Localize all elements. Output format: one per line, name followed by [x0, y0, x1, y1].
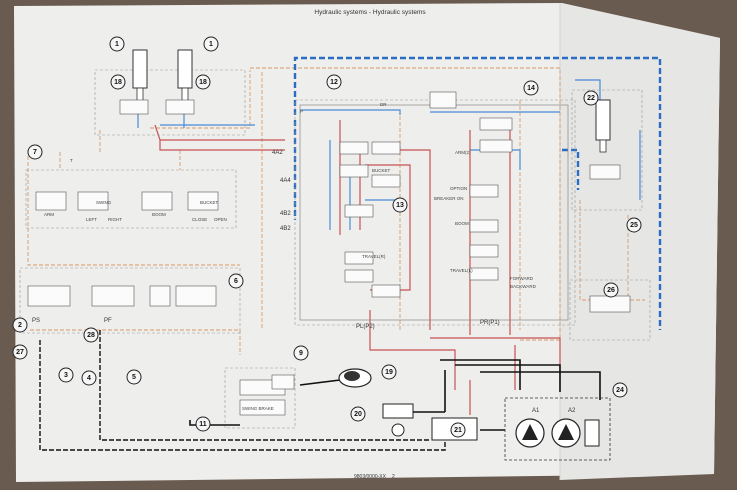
label-arm2: ARM(2): [455, 150, 471, 155]
svg-text:5: 5: [132, 374, 136, 381]
label-forward: FORWARD: [510, 276, 534, 281]
callout-14: 14: [523, 80, 539, 96]
label-close: CLOSE: [192, 217, 207, 222]
svg-text:18: 18: [114, 79, 122, 86]
label-travel-l: TRAVEL(L): [450, 268, 473, 273]
callout-21: 21: [450, 422, 466, 438]
svg-text:6: 6: [234, 278, 238, 285]
label-right: RIGHT: [108, 217, 122, 222]
callout-20: 20: [350, 406, 366, 422]
svg-text:18: 18: [199, 79, 207, 86]
callout-24: 24: [612, 382, 628, 398]
callout-28: 28: [83, 327, 99, 343]
callout-9: 9: [293, 345, 309, 361]
valve-elements: [27, 91, 631, 416]
callout-4: 4: [81, 370, 97, 386]
svg-text:19: 19: [385, 369, 393, 376]
callout-12: 12: [326, 74, 342, 90]
svg-text:21: 21: [454, 427, 462, 434]
callout-5: 5: [126, 369, 142, 385]
diagram-labels: ARM SWING LEFT RIGHT BOOM BUCKET CLOSE O…: [32, 102, 537, 411]
gauge-20: [382, 403, 414, 437]
callout-18: 18: [110, 74, 126, 90]
label-pf: PF: [104, 318, 112, 324]
label-dr: DR: [380, 102, 387, 107]
svg-text:7: 7: [33, 149, 37, 156]
label-pl: PL(P2): [356, 324, 375, 330]
svg-text:3: 3: [64, 372, 68, 379]
label-4b2-alt: 4B2: [280, 226, 291, 232]
label-ps: PS: [32, 318, 40, 324]
page-header: Hydraulic systems - Hydraulic systems: [314, 9, 426, 16]
label-boom: BOOM: [152, 212, 166, 217]
label-breaker: BREAKER ON: [434, 196, 464, 201]
svg-text:1: 1: [209, 41, 213, 48]
svg-text:27: 27: [16, 349, 24, 356]
svg-text:9: 9: [299, 350, 303, 357]
svg-text:11: 11: [199, 421, 207, 428]
page-number: 2: [392, 474, 395, 480]
paper-sheet: [14, 3, 720, 482]
label-p: P: [300, 109, 303, 114]
svg-text:12: 12: [330, 79, 338, 86]
label-bucket2: BUCKET: [372, 168, 391, 173]
schematic-outlines: [19, 69, 651, 429]
callout-26: 26: [603, 282, 619, 298]
label-4b2: 4B2: [280, 211, 291, 217]
callout-25: 25: [626, 217, 642, 233]
paper-fold-shadow: [560, 3, 720, 480]
cylinders-top: [132, 49, 611, 153]
label-swing-brake: SWING BRAKE: [242, 406, 274, 411]
svg-text:1: 1: [115, 41, 119, 48]
label-4a4: 4A4: [280, 178, 291, 184]
label-pr: PR(P1): [480, 320, 500, 326]
callout-27: 27: [12, 344, 28, 360]
callout-3: 3: [58, 367, 74, 383]
page-footer: 9803/0000-XX: [354, 474, 387, 480]
label-backward: BACKWARD: [510, 284, 537, 289]
callout-2: 2: [12, 317, 28, 333]
svg-text:20: 20: [354, 411, 362, 418]
label-swing: SWING: [96, 200, 112, 205]
callout-7: 7: [27, 144, 43, 160]
svg-text:22: 22: [587, 95, 595, 102]
label-a1: A1: [532, 408, 540, 414]
label-arm: ARM: [44, 212, 54, 217]
callout-6: 6: [228, 273, 244, 289]
callout-22: 22: [583, 90, 599, 106]
svg-text:26: 26: [607, 287, 615, 294]
svg-text:2: 2: [18, 322, 22, 329]
label-boom2: BOOM: [455, 221, 469, 226]
label-4a2: 4A2: [272, 150, 283, 156]
label-a2: A2: [568, 408, 576, 414]
callout-19: 19: [381, 364, 397, 380]
label-bucket: BUCKET: [200, 200, 219, 205]
callout-11: 11: [195, 416, 211, 432]
svg-text:24: 24: [616, 387, 624, 394]
svg-text:25: 25: [630, 222, 638, 229]
callout-13: 13: [392, 197, 408, 213]
label-left: LEFT: [86, 217, 97, 222]
label-t: T: [70, 158, 73, 163]
svg-text:28: 28: [87, 332, 95, 339]
svg-text:13: 13: [396, 202, 404, 209]
label-option: OPTION: [450, 186, 467, 191]
label-open: OPEN: [214, 217, 227, 222]
label-travel-r: TRAVEL(R): [362, 254, 386, 259]
accumulator-19: [338, 368, 372, 388]
callout-18: 18: [195, 74, 211, 90]
callout-1: 1: [109, 36, 125, 52]
svg-text:4: 4: [87, 375, 91, 382]
main-pump: A1 A2: [504, 397, 611, 461]
callout-1: 1: [203, 36, 219, 52]
svg-text:14: 14: [527, 85, 535, 92]
